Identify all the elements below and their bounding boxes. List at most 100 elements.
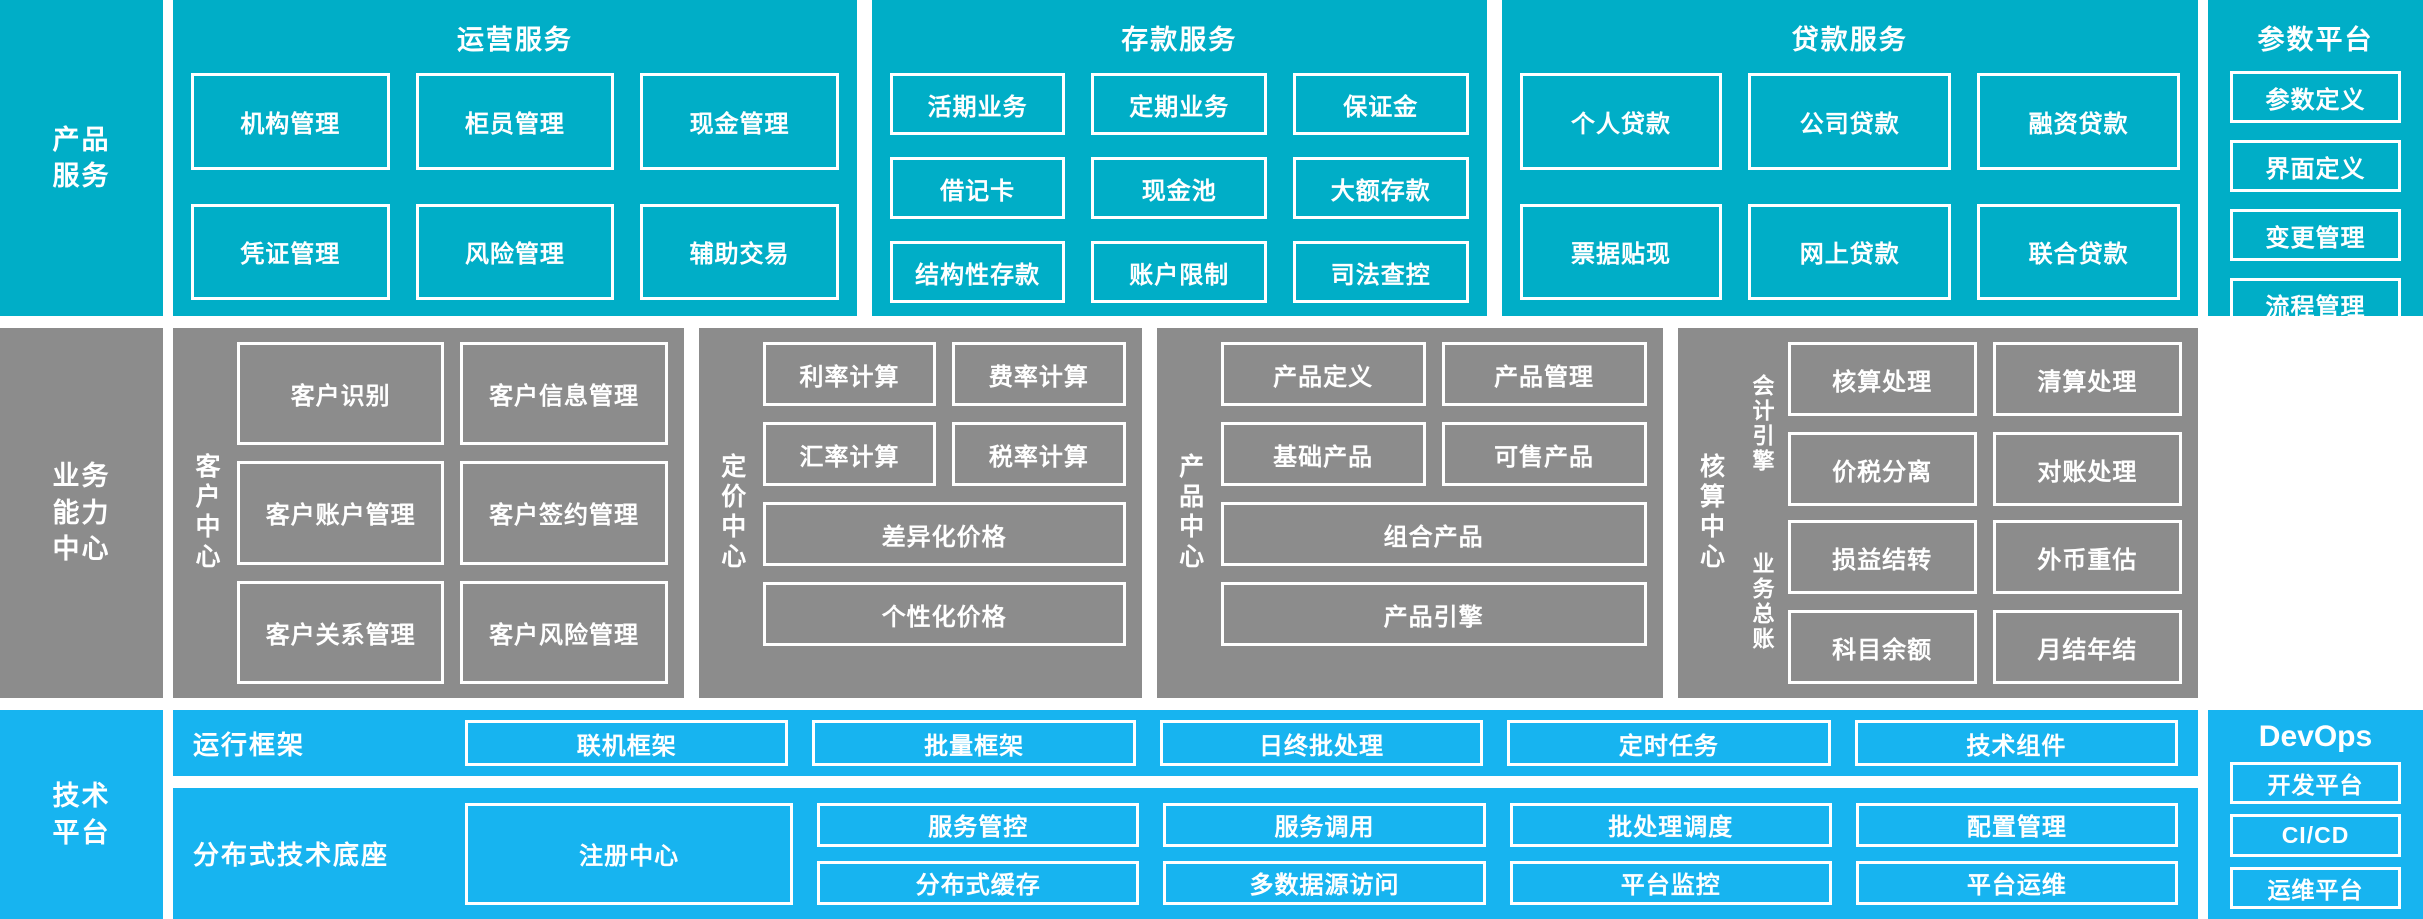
tile-runtime-1[interactable]: 批量框架: [812, 720, 1136, 766]
layer-label-line-2: 服务: [52, 161, 111, 191]
tile-ledger-3[interactable]: 月结年结: [1992, 610, 2182, 684]
tile-deposit-5[interactable]: 大额存款: [1293, 157, 1469, 219]
tile-customer-1[interactable]: 客户信息管理: [460, 342, 668, 446]
tile-devops-2[interactable]: 运维平台: [2230, 866, 2401, 909]
tile-productcenter-4[interactable]: 组合产品: [1220, 502, 1647, 566]
tile-deposit-8[interactable]: 司法查控: [1293, 241, 1469, 303]
tile-devops-0[interactable]: 开发平台: [2230, 762, 2401, 805]
tile-deposit-4[interactable]: 现金池: [1091, 157, 1267, 219]
tile-base-0-0[interactable]: 服务管控: [817, 802, 1140, 847]
tile-operations-4[interactable]: 风险管理: [415, 203, 615, 300]
group-title-deposit: 存款服务: [1121, 25, 1238, 55]
strip-label-distributed-base: 分布式技术底座: [193, 840, 390, 870]
tile-customer-2[interactable]: 客户账户管理: [237, 461, 445, 565]
base-column-0: 服务管控 分布式缓存: [817, 802, 1140, 905]
tile-loan-5[interactable]: 联合贷款: [1977, 203, 2180, 300]
product-tiles-full-2: 产品引擎: [1220, 582, 1647, 646]
tile-accounting-engine-3[interactable]: 对账处理: [1992, 432, 2182, 506]
tile-loan-0[interactable]: 个人贷款: [1519, 73, 1723, 170]
devops-panel: DevOps 开发平台 CI/CD 运维平台: [2208, 710, 2423, 919]
product-service-groups: 运营服务 机构管理 柜员管理 现金管理 凭证管理 风险管理 辅助交易 存款服务 …: [173, 0, 2199, 316]
group-title-operations: 运营服务: [456, 25, 573, 55]
tile-customer-0[interactable]: 客户识别: [237, 342, 445, 446]
base-column-2: 批处理调度 平台监控: [1509, 802, 1832, 905]
tile-ledger-1[interactable]: 外币重估: [1992, 520, 2182, 594]
tile-pricing-3[interactable]: 税率计算: [952, 422, 1126, 486]
tile-accounting-engine-1[interactable]: 清算处理: [1992, 342, 2182, 416]
layer-business-capability: 业务 能力 中心 客户中心 客户识别 客户信息管理 客户账户管理 客户签约管理 …: [0, 328, 2423, 698]
tile-productcenter-2[interactable]: 基础产品: [1220, 422, 1426, 486]
tile-pricing-1[interactable]: 费率计算: [952, 342, 1126, 406]
tile-registry-center[interactable]: 注册中心: [465, 802, 794, 905]
tile-base-1-0[interactable]: 服务调用: [1163, 802, 1486, 847]
tile-pricing-5[interactable]: 个性化价格: [762, 582, 1126, 646]
layer-label-line-1: 业务: [52, 461, 111, 492]
tile-operations-5[interactable]: 辅助交易: [640, 203, 839, 300]
tile-productcenter-0[interactable]: 产品定义: [1220, 342, 1426, 406]
tile-loan-3[interactable]: 票据贴现: [1519, 203, 1723, 300]
tile-deposit-2[interactable]: 保证金: [1293, 73, 1469, 135]
tile-operations-0[interactable]: 机构管理: [191, 73, 390, 170]
tile-pricing-0[interactable]: 利率计算: [762, 342, 937, 406]
layer-technical-platform: 技术 平台 运行框架 联机框架 批量框架 日终批处理 定时任务 技术组件 分布式…: [0, 710, 2423, 919]
devops-items: 开发平台 CI/CD 运维平台: [2230, 762, 2401, 909]
subgroup-label-general-ledger: 业务总账: [1749, 552, 1775, 652]
tile-deposit-1[interactable]: 定期业务: [1091, 73, 1267, 135]
tile-productcenter-3[interactable]: 可售产品: [1441, 422, 1647, 486]
tile-accounting-engine-2[interactable]: 价税分离: [1787, 432, 1977, 506]
tile-parameter-3[interactable]: 流程管理: [2230, 278, 2401, 330]
tile-runtime-4[interactable]: 技术组件: [1854, 720, 2179, 766]
base-column-3: 配置管理 平台运维: [1855, 802, 2179, 905]
tile-base-3-0[interactable]: 配置管理: [1855, 802, 2179, 847]
tile-customer-5[interactable]: 客户风险管理: [460, 580, 668, 684]
product-group-loan: 贷款服务 个人贷款 公司贷款 融资贷款 票据贴现 网上贷款 联合贷款: [1501, 0, 2199, 316]
layer-label-line-1: 产品: [52, 124, 111, 155]
tile-deposit-7[interactable]: 账户限制: [1091, 241, 1267, 303]
tile-customer-4[interactable]: 客户关系管理: [237, 580, 445, 684]
devops-title: DevOps: [2258, 720, 2373, 753]
tile-productcenter-5[interactable]: 产品引擎: [1220, 582, 1647, 646]
tile-pricing-4[interactable]: 差异化价格: [762, 502, 1126, 566]
business-center-accounting: 核算中心 会计引擎 核算处理 清算处理 价税分离 对账处理: [1677, 328, 2198, 698]
tile-operations-3[interactable]: 凭证管理: [191, 203, 390, 300]
tile-runtime-2[interactable]: 日终批处理: [1159, 720, 1484, 766]
tile-deposit-6[interactable]: 结构性存款: [889, 241, 1066, 303]
distributed-base-items: 注册中心 服务管控 分布式缓存 服务调用 多数据源访问 批处理调度 平台监控: [465, 802, 2179, 905]
tile-parameter-2[interactable]: 变更管理: [2230, 209, 2401, 261]
tile-loan-4[interactable]: 网上贷款: [1748, 203, 1952, 300]
tile-loan-2[interactable]: 融资贷款: [1977, 73, 2180, 170]
tile-ledger-2[interactable]: 科目余额: [1787, 610, 1977, 684]
tile-operations-1[interactable]: 柜员管理: [415, 73, 615, 170]
accounting-center-body: 会计引擎 核算处理 清算处理 价税分离 对账处理 业务总账 损益结转: [1734, 342, 2182, 684]
tile-base-2-1[interactable]: 平台监控: [1509, 860, 1832, 905]
tile-ledger-0[interactable]: 损益结转: [1787, 520, 1977, 594]
parameter-platform-panel: 参数平台 参数定义 界面定义 变更管理 流程管理 参数发布 参数对比: [2208, 0, 2423, 468]
tile-operations-2[interactable]: 现金管理: [640, 73, 839, 170]
tile-devops-1[interactable]: CI/CD: [2230, 814, 2401, 857]
technical-strips: 运行框架 联机框架 批量框架 日终批处理 定时任务 技术组件 分布式技术底座 注…: [173, 710, 2198, 919]
tile-runtime-0[interactable]: 联机框架: [465, 720, 789, 766]
tile-parameter-5[interactable]: 参数对比: [2230, 416, 2401, 468]
tile-accounting-engine-0[interactable]: 核算处理: [1787, 342, 1977, 416]
tile-loan-1[interactable]: 公司贷款: [1748, 73, 1952, 170]
layer-label-business-capability: 业务 能力 中心: [0, 328, 163, 698]
center-label-pricing: 定价中心: [717, 453, 746, 573]
technical-strip-runtime: 运行框架 联机框架 批量框架 日终批处理 定时任务 技术组件: [173, 710, 2198, 776]
tile-parameter-0[interactable]: 参数定义: [2230, 71, 2401, 123]
tile-base-1-1[interactable]: 多数据源访问: [1163, 860, 1486, 905]
tile-customer-3[interactable]: 客户签约管理: [460, 461, 668, 565]
tile-base-0-1[interactable]: 分布式缓存: [817, 860, 1140, 905]
tile-parameter-1[interactable]: 界面定义: [2230, 140, 2401, 192]
tile-productcenter-1[interactable]: 产品管理: [1441, 342, 1647, 406]
accounting-subgroup-engine: 会计引擎 核算处理 清算处理 价税分离 对账处理: [1742, 342, 2182, 506]
tile-runtime-3[interactable]: 定时任务: [1507, 720, 1831, 766]
product-group-operations: 运营服务 机构管理 柜员管理 现金管理 凭证管理 风险管理 辅助交易: [173, 0, 857, 316]
strip-label-runtime: 运行框架: [193, 729, 306, 760]
tile-deposit-3[interactable]: 借记卡: [889, 157, 1066, 219]
tile-base-3-1[interactable]: 平台运维: [1855, 860, 2179, 905]
tile-pricing-2[interactable]: 汇率计算: [762, 422, 937, 486]
tile-parameter-4[interactable]: 参数发布: [2230, 347, 2401, 399]
tile-base-2-0[interactable]: 批处理调度: [1509, 802, 1832, 847]
tile-deposit-0[interactable]: 活期业务: [889, 73, 1066, 135]
